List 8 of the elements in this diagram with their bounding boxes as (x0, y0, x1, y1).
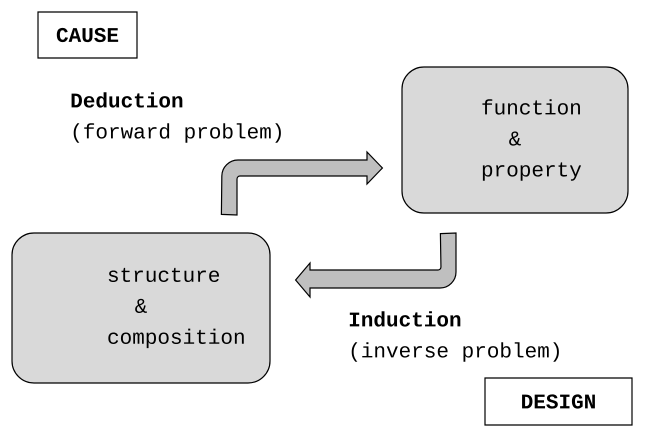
tag-box: CAUSE (37, 11, 138, 59)
edge-label: Induction (inverse problem) (350, 311, 559, 362)
rounded-box: function & property (401, 66, 629, 214)
block-arrow (220, 151, 383, 216)
edge-label: Deduction (forward problem) (72, 92, 281, 143)
block-arrow (295, 232, 457, 298)
rounded-box: structure & composition (11, 232, 271, 384)
tag-box: DESIGN (484, 377, 633, 426)
